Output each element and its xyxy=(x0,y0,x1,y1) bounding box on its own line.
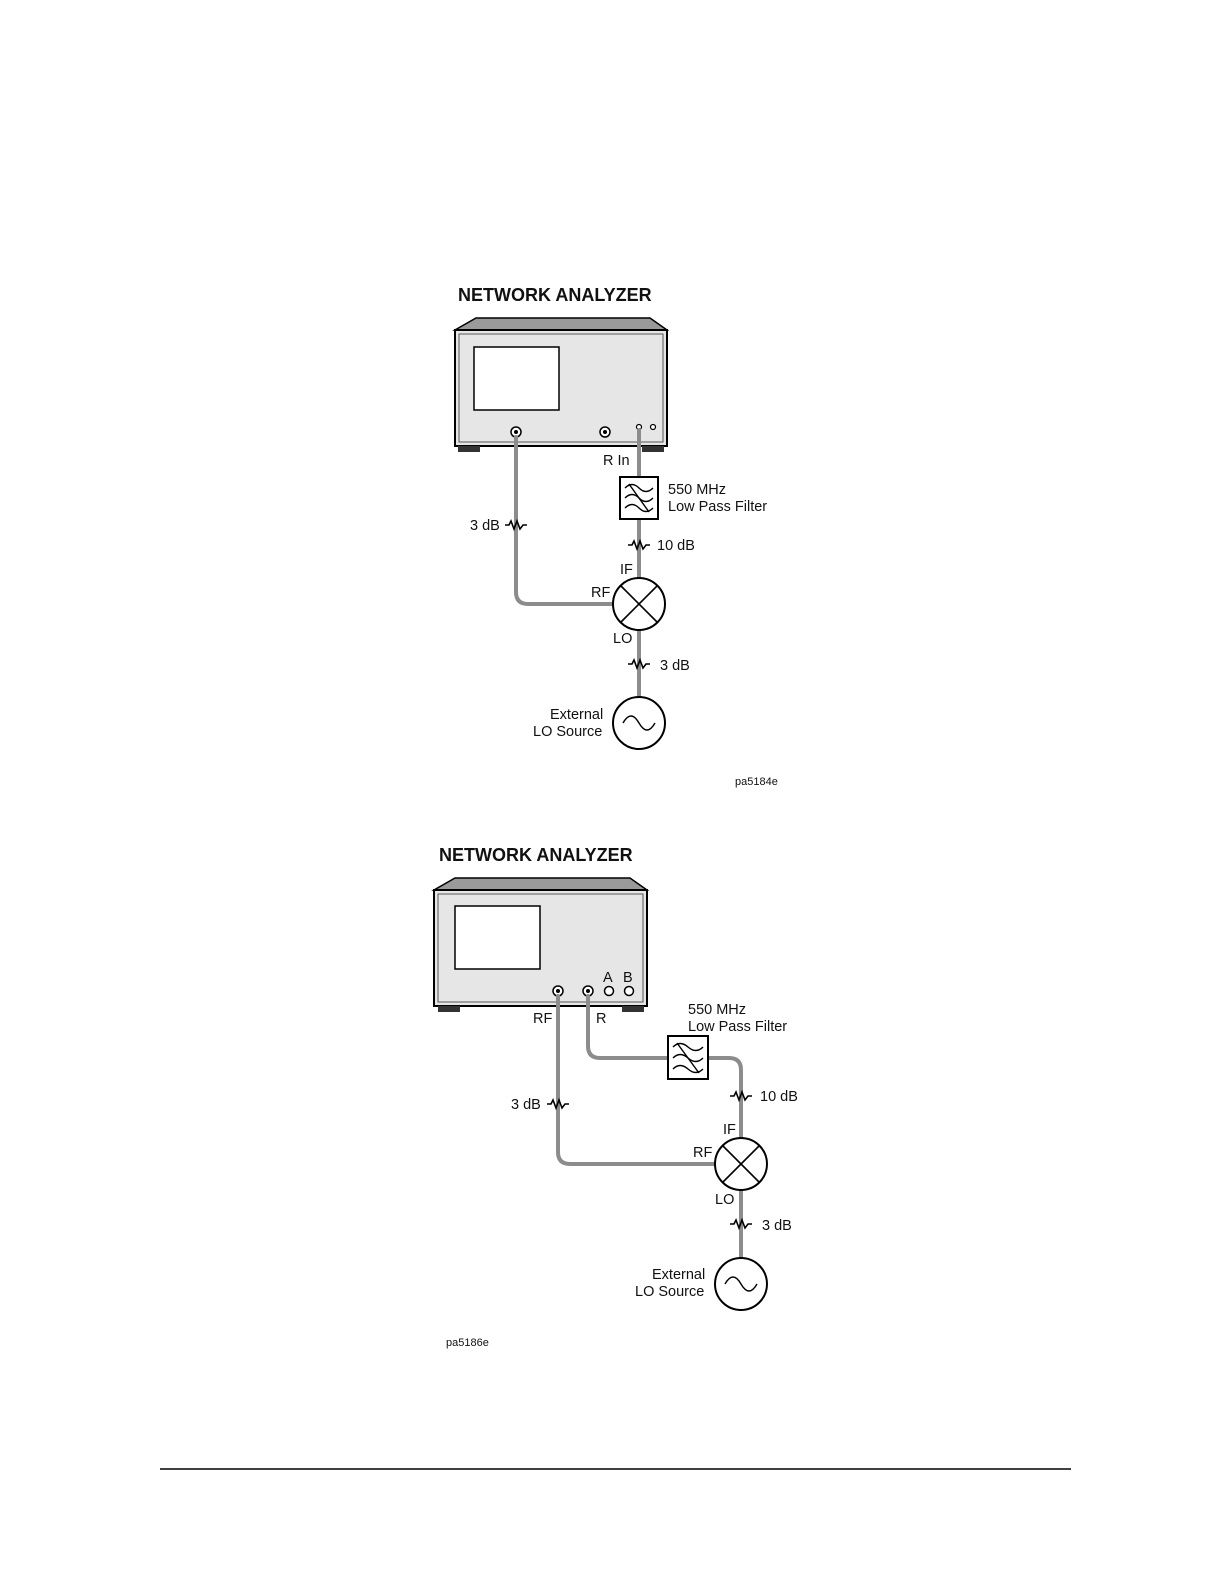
low-pass-filter-2 xyxy=(668,1036,708,1079)
source-label-2-line1: External xyxy=(652,1267,705,1283)
attenuator-lo-label-1: 3 dB xyxy=(660,658,690,674)
filter-label-1-line2: Low Pass Filter xyxy=(668,499,767,515)
network-analyzer-1 xyxy=(455,318,667,452)
diagram-1-title: NETWORK ANALYZER xyxy=(458,285,652,305)
attenuator-rf-label-1: 3 dB xyxy=(470,518,500,534)
r-in-label: R In xyxy=(603,453,630,469)
network-analyzer-2 xyxy=(434,878,647,1012)
diagram-2-title: NETWORK ANALYZER xyxy=(439,845,633,865)
filter-label-2-line2: Low Pass Filter xyxy=(688,1019,787,1035)
lo-source-1 xyxy=(613,697,665,749)
a-port-connector xyxy=(605,987,614,996)
filter-label-1-line1: 550 MHz xyxy=(668,482,726,498)
port-r-label: R xyxy=(596,1011,606,1027)
attenuator-rf-label-2: 3 dB xyxy=(511,1097,541,1113)
lo-source-2 xyxy=(715,1258,767,1310)
mixer-lo-label-1: LO xyxy=(613,631,632,647)
diagram-2: NETWORK ANALYZER A B RF R xyxy=(434,845,798,1349)
source-label-1-line2: LO Source xyxy=(533,724,602,740)
mixer-if-label-2: IF xyxy=(723,1122,736,1138)
attenuator-lo-label-2: 3 dB xyxy=(762,1218,792,1234)
filter-label-2-line1: 550 MHz xyxy=(688,1002,746,1018)
analyzer-screen xyxy=(474,347,559,410)
mixer-if-label-1: IF xyxy=(620,562,633,578)
attenuator-if-label-2: 10 dB xyxy=(760,1089,798,1105)
mixer-lo-label-2: LO xyxy=(715,1192,734,1208)
rf-cable-1 xyxy=(516,437,612,604)
source-label-1-line1: External xyxy=(550,707,603,723)
figure-code-2: pa5186e xyxy=(446,1337,489,1349)
diagram-1: NETWORK ANALYZER R In xyxy=(455,285,778,788)
source-label-2-line2: LO Source xyxy=(635,1284,704,1300)
b-port-connector xyxy=(625,987,634,996)
low-pass-filter-1 xyxy=(620,477,658,519)
analyzer-screen xyxy=(455,906,540,969)
attenuator-if-label-1: 10 dB xyxy=(657,538,695,554)
mixer-1 xyxy=(613,578,665,630)
port-b-label: B xyxy=(623,970,633,986)
mixer-rf-label-1: RF xyxy=(591,585,610,601)
figure-code-1: pa5184e xyxy=(735,776,778,788)
port-rf-label: RF xyxy=(533,1011,552,1027)
mixer-rf-label-2: RF xyxy=(693,1145,712,1161)
port-a-label: A xyxy=(603,970,613,986)
mixer-2 xyxy=(715,1138,767,1190)
